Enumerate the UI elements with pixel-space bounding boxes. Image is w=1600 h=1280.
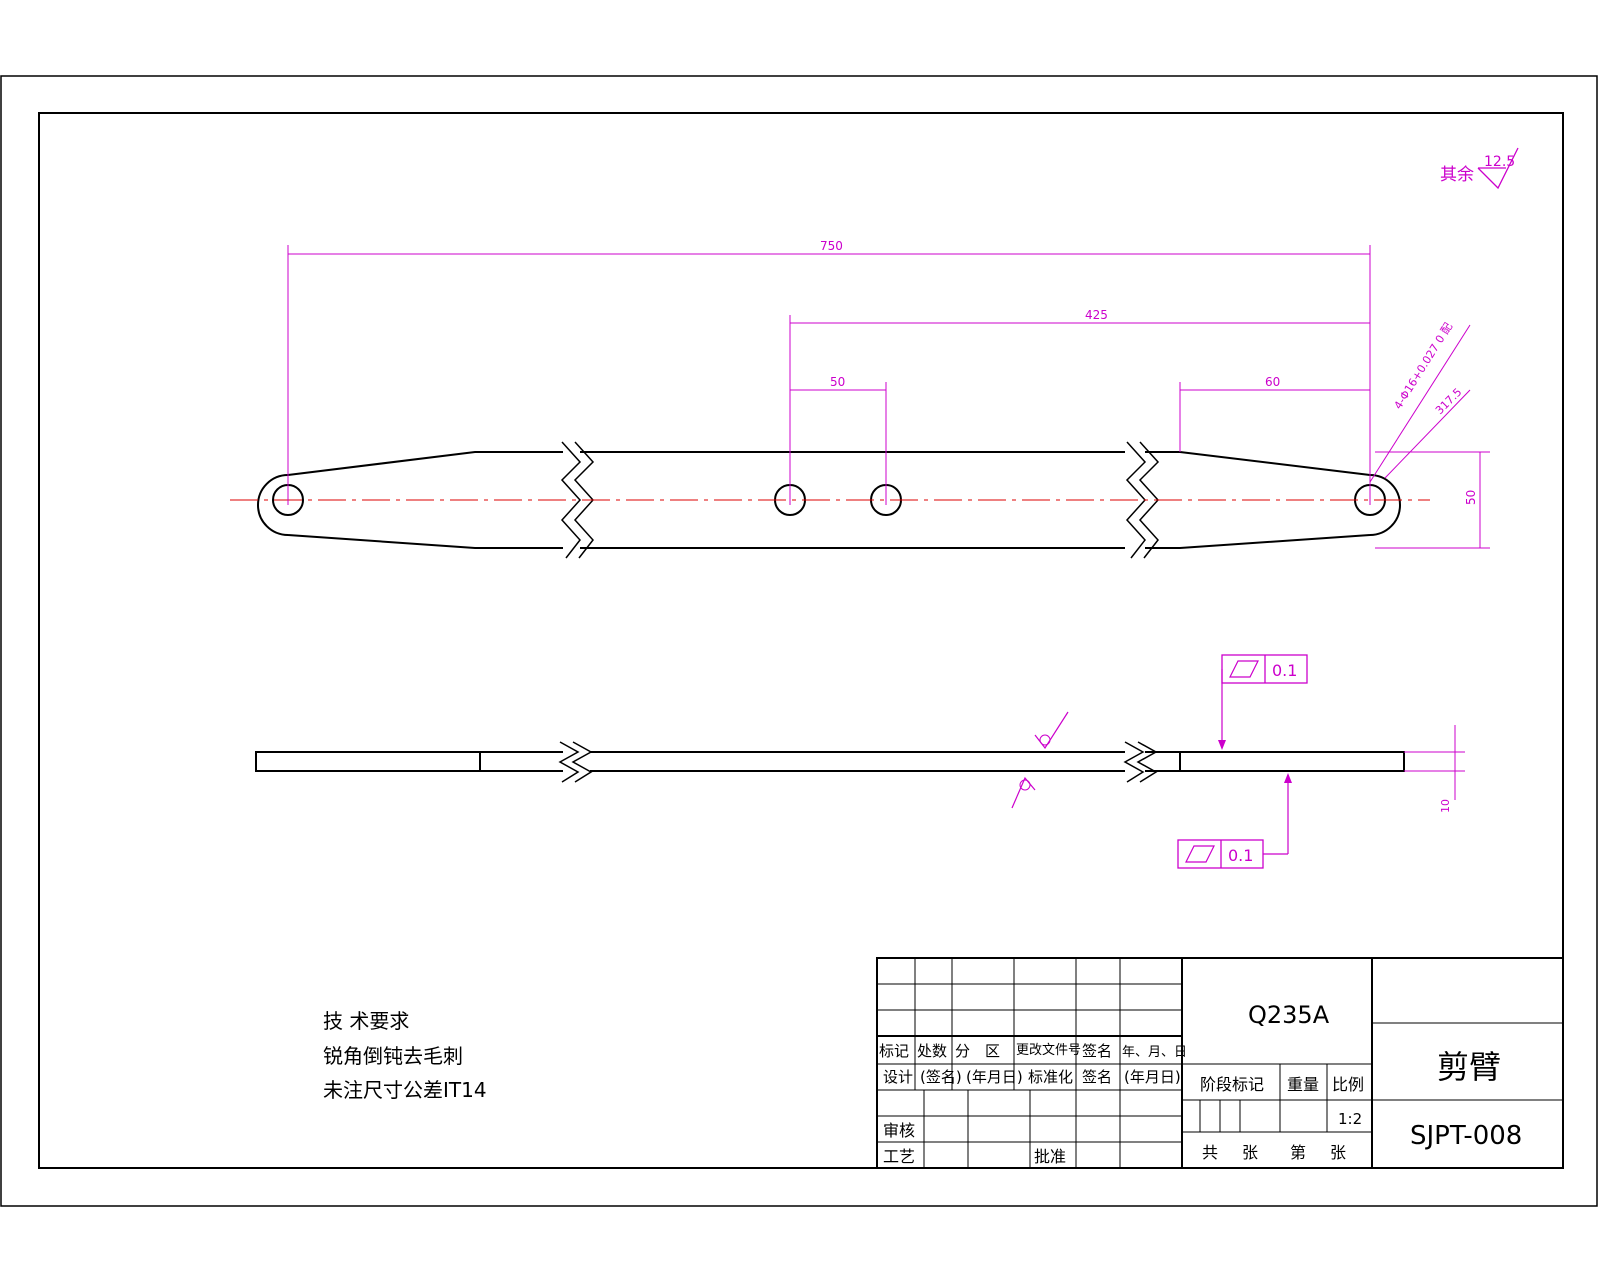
flatness-bottom-value: 0.1 <box>1228 846 1253 865</box>
svg-text:阶段标记: 阶段标记 <box>1200 1075 1264 1094</box>
svg-text:标记: 标记 <box>879 1042 909 1060</box>
dim-thickness: 10 <box>1404 725 1465 813</box>
dim-425: 425 <box>1085 308 1108 322</box>
flatness-icon <box>1229 660 1259 678</box>
roughness-value: 12.5 <box>1484 154 1515 170</box>
dim-50-width: 50 <box>1464 490 1478 505</box>
roughness-symbol: 其余 12.5 <box>1440 147 1519 190</box>
dimensions-top: 750 425 50 60 50 4-Φ16+0.027 0 配 317.5 <box>287 239 1490 549</box>
dim-50-pitch: 50 <box>830 375 845 389</box>
svg-text:共: 共 <box>1202 1143 1218 1162</box>
tech-title: 技 术要求 <box>323 1009 409 1033</box>
break-line-left <box>560 441 582 559</box>
svg-text:张: 张 <box>1330 1143 1346 1162</box>
drawing-number: SJPT-008 <box>1410 1121 1522 1151</box>
svg-text:签名: 签名 <box>1082 1042 1112 1060</box>
scale: 1:2 <box>1338 1110 1362 1128</box>
drawing-frame <box>38 112 1564 1169</box>
svg-text:批准: 批准 <box>1034 1147 1066 1166</box>
svg-text:比例: 比例 <box>1332 1075 1364 1094</box>
svg-text:分 区: 分 区 <box>955 1042 1000 1060</box>
part-name: 剪臂 <box>1437 1048 1501 1086</box>
svg-text:工艺: 工艺 <box>883 1147 915 1166</box>
flatness-icon <box>1185 845 1215 863</box>
svg-text:重量: 重量 <box>1287 1075 1319 1094</box>
svg-text:10: 10 <box>1439 799 1452 813</box>
svg-text:(年月日): (年月日) <box>966 1068 1023 1086</box>
roughness-prefix: 其余 <box>1440 165 1474 185</box>
title-block <box>876 957 1564 1169</box>
svg-text:处数: 处数 <box>917 1042 947 1060</box>
tech-line-2: 未注尺寸公差IT14 <box>323 1078 487 1102</box>
dim-60: 60 <box>1265 375 1280 389</box>
svg-text:(签名): (签名) <box>920 1068 962 1086</box>
flatness-frame-bottom: 0.1 <box>1177 773 1292 869</box>
dim-750: 750 <box>820 239 843 253</box>
roughness-check-icon <box>1477 147 1519 190</box>
svg-text:(年月日): (年月日) <box>1124 1068 1181 1086</box>
svg-text:设计: 设计 <box>883 1068 913 1086</box>
roughness-mark-top-icon <box>1034 711 1069 750</box>
svg-text:第: 第 <box>1290 1143 1306 1162</box>
svg-text:更改文件号: 更改文件号 <box>1016 1043 1081 1058</box>
svg-text:张: 张 <box>1242 1143 1258 1162</box>
svg-text:签名: 签名 <box>1082 1068 1112 1086</box>
svg-text:审核: 审核 <box>883 1121 915 1140</box>
flatness-top-value: 0.1 <box>1272 661 1297 680</box>
top-view <box>230 441 1430 559</box>
material: Q235A <box>1248 1001 1330 1029</box>
title-block-text: 标记 处数 分 区 更改文件号 签名 年、月、日 设计 (签名) (年月日) 标… <box>879 1001 1522 1166</box>
tech-line-1: 锐角倒钝去毛刺 <box>323 1044 463 1068</box>
svg-text:年、月、日: 年、月、日 <box>1122 1045 1187 1060</box>
tech-requirements: 技 术要求 锐角倒钝去毛刺 未注尺寸公差IT14 <box>323 1009 487 1102</box>
flatness-frame-top: 0.1 <box>1218 654 1308 750</box>
side-view <box>255 711 1405 809</box>
outer-sheet-border <box>0 75 1598 1207</box>
svg-text:标准化: 标准化 <box>1028 1068 1073 1086</box>
roughness-mark-bottom-icon <box>1011 776 1036 809</box>
